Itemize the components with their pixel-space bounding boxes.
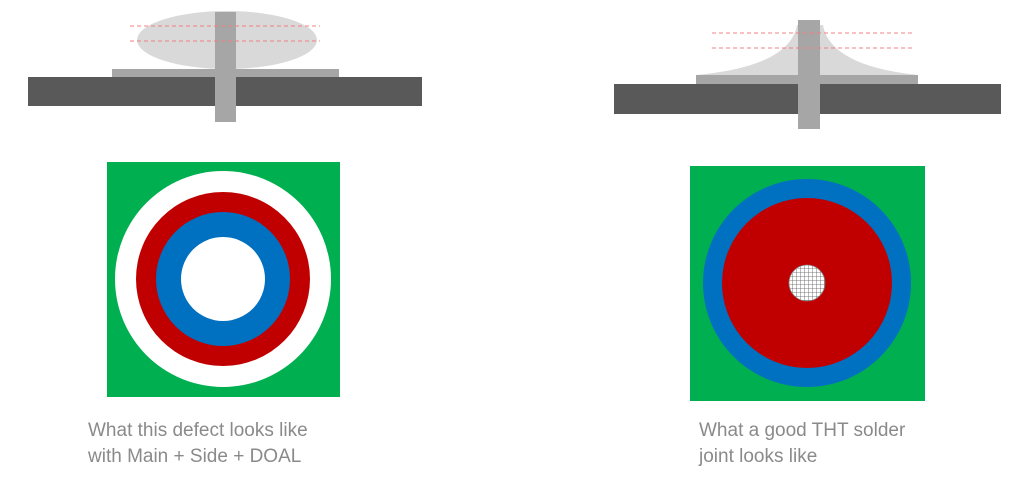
good-caption-line2: joint looks like [699, 446, 818, 467]
good-caption: What a good THT solder joint looks like [699, 418, 905, 470]
good-panel: What a good THT solder joint looks like [512, 0, 1024, 477]
defect-center-hole [181, 237, 265, 321]
defect-pin [215, 12, 236, 122]
defect-top-view [107, 162, 340, 397]
good-pin [798, 20, 820, 129]
good-cross-section-and-top-view [614, 20, 1001, 401]
defect-caption-line1: What this defect looks like [88, 420, 308, 441]
defect-cross-section [28, 11, 422, 122]
good-caption-line1: What a good THT solder [699, 420, 906, 441]
good-cross-section [614, 20, 1001, 129]
good-top-view [690, 166, 925, 401]
defect-panel: What this defect looks like with Main + … [28, 11, 422, 470]
good-center-pin-grid [788, 264, 826, 302]
defect-caption-line2: with Main + Side + DOAL [88, 446, 302, 467]
defect-cross-section-and-top-view [28, 11, 422, 397]
defect-caption: What this defect looks like with Main + … [88, 418, 308, 470]
